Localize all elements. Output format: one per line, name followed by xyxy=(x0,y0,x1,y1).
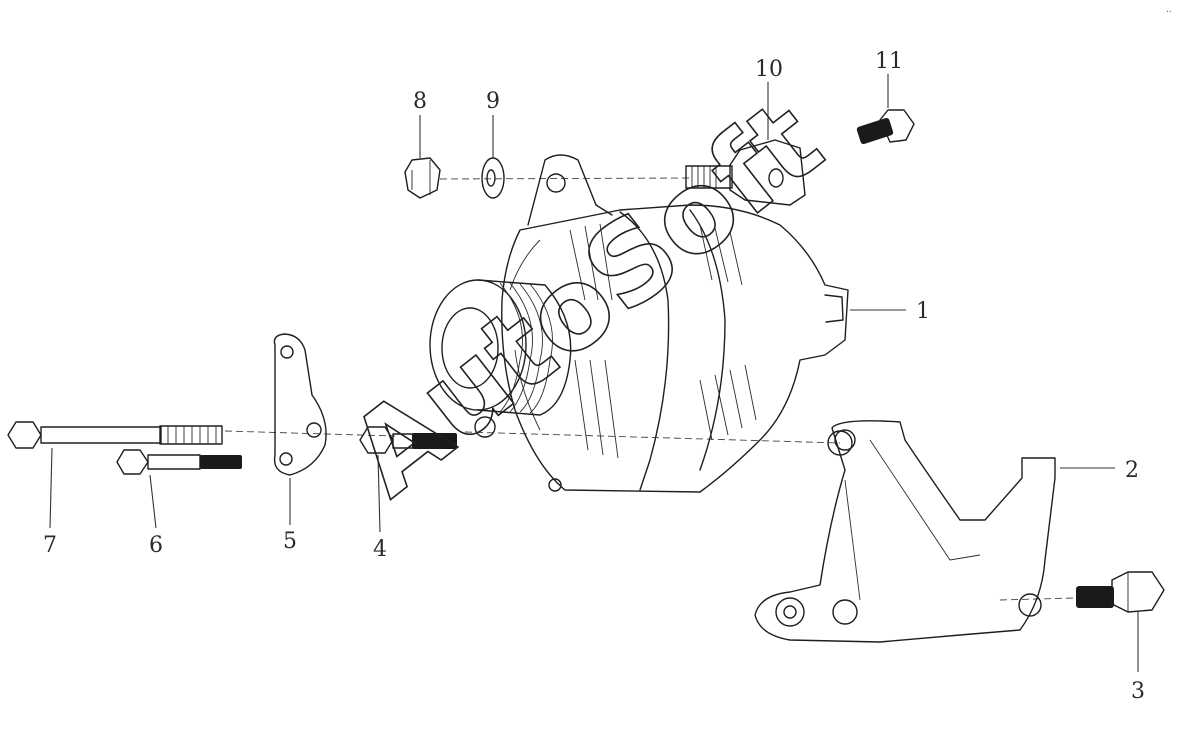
bolt-6 xyxy=(116,449,242,475)
callout-3: 3 xyxy=(1131,679,1145,704)
callout-9: 9 xyxy=(486,89,500,114)
callout-4: 4 xyxy=(373,537,387,562)
callout-7: 7 xyxy=(43,533,57,558)
callout-2: 2 xyxy=(1125,458,1139,483)
watermark: AutoSoft xyxy=(327,76,846,521)
bolt-11 xyxy=(856,109,915,145)
bolt-4 xyxy=(359,426,457,454)
callout-10: 10 xyxy=(755,57,783,82)
callout-6: 6 xyxy=(149,533,163,558)
leader-lines xyxy=(49,74,1139,672)
alternator xyxy=(429,154,853,493)
mounting-bracket xyxy=(754,420,1056,643)
stud-bracket-10 xyxy=(685,139,806,206)
callout-5: 5 xyxy=(283,529,297,554)
bolt-3 xyxy=(1076,571,1165,613)
corner-mark: .. xyxy=(1166,5,1172,15)
callout-11: 11 xyxy=(875,49,903,74)
spacer-plate xyxy=(273,333,327,476)
bolt-7 xyxy=(7,421,223,449)
washer-9 xyxy=(481,157,505,199)
nut-8 xyxy=(404,157,441,199)
callout-1: 1 xyxy=(916,299,930,324)
assembly-centerlines xyxy=(224,177,1076,601)
callout-8: 8 xyxy=(413,89,427,114)
